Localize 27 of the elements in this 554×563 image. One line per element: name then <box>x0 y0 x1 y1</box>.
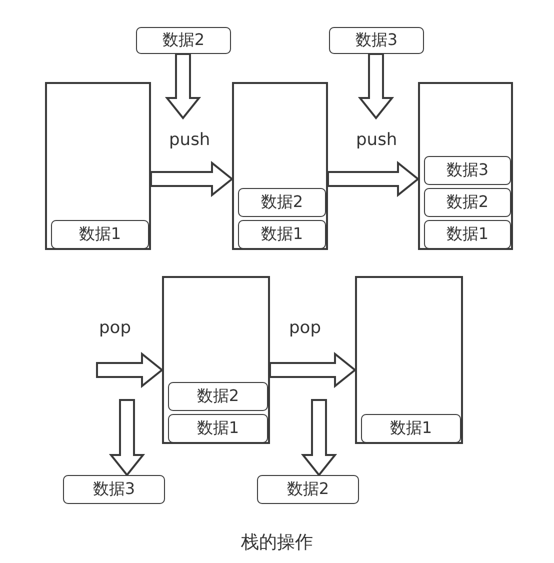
stack-item: 数据1 <box>424 220 511 249</box>
stack-frame <box>418 82 513 250</box>
stack-item: 数据1 <box>361 414 461 443</box>
block-arrow <box>164 53 202 120</box>
stack-item: 数据2 <box>238 188 326 217</box>
data-item: 数据3 <box>329 27 424 54</box>
block-arrow <box>108 399 146 477</box>
data-item: 数据2 <box>136 27 231 54</box>
block-arrow <box>96 352 164 388</box>
stack-frame <box>162 276 270 444</box>
stack-item: 数据1 <box>238 220 326 249</box>
stack-item: 数据2 <box>424 188 511 217</box>
stack-item: 数据2 <box>168 382 268 411</box>
block-arrow <box>358 53 394 120</box>
stack-frame <box>232 82 328 250</box>
stack-item: 数据1 <box>51 220 149 249</box>
block-arrow <box>327 160 420 198</box>
block-arrow <box>150 160 234 198</box>
stack-frame <box>355 276 463 444</box>
data-item: 数据2 <box>257 475 359 504</box>
stack-item: 数据3 <box>424 156 511 185</box>
block-arrow <box>269 352 357 388</box>
caption: 栈的操作 <box>241 532 313 553</box>
stack-item: 数据1 <box>168 414 268 443</box>
stack-frame <box>45 82 151 250</box>
data-item: 数据3 <box>63 475 165 504</box>
block-arrow <box>300 399 338 477</box>
